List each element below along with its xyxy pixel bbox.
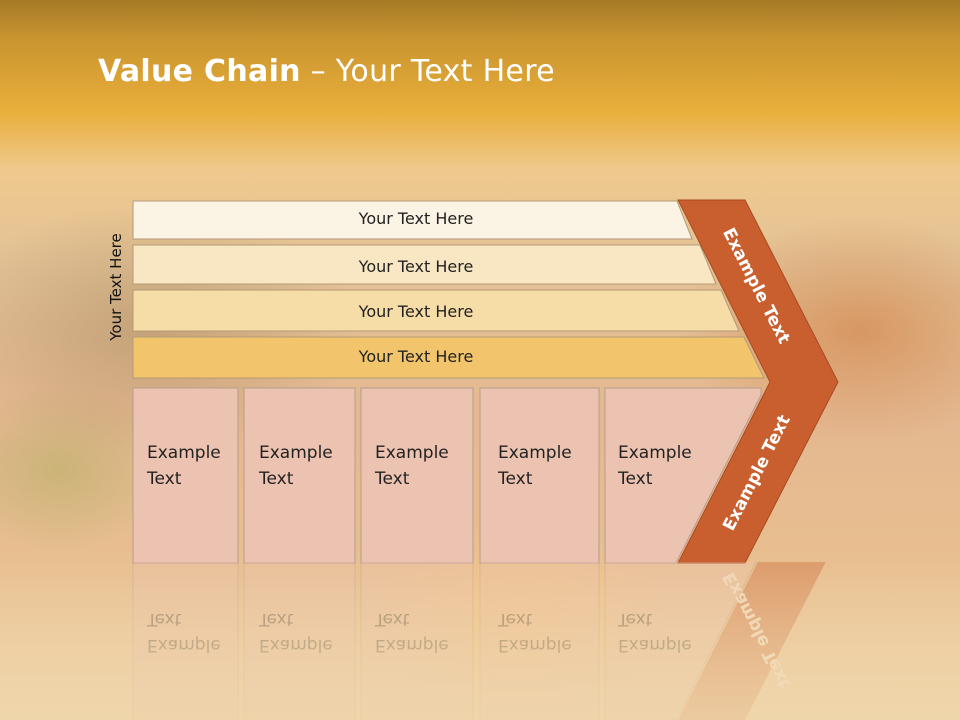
box-label-4: Example Text — [498, 443, 572, 489]
slide-title: Value Chain – Your Text Here — [98, 54, 555, 89]
box-1 — [132, 387, 239, 564]
box-label-2: Example Text — [259, 443, 333, 489]
box-3 — [360, 387, 474, 564]
row-label-2: Your Text Here — [358, 257, 474, 276]
row-label-4: Your Text Here — [358, 347, 474, 366]
box-5 — [604, 387, 762, 564]
box-label-1: Example Text — [147, 443, 221, 489]
row-bar-1 — [132, 200, 693, 240]
row-bar-2 — [132, 244, 717, 285]
box-2 — [243, 387, 356, 564]
box-label-5: Example Text — [618, 443, 692, 489]
box-4 — [479, 387, 600, 564]
row-label-1: Your Text Here — [358, 209, 474, 228]
row-bar-3 — [132, 289, 740, 332]
row-label-3: Your Text Here — [358, 302, 474, 321]
row-bar-4 — [132, 336, 765, 379]
box-label-3: Example Text — [375, 443, 449, 489]
reflection-fade — [0, 562, 960, 720]
